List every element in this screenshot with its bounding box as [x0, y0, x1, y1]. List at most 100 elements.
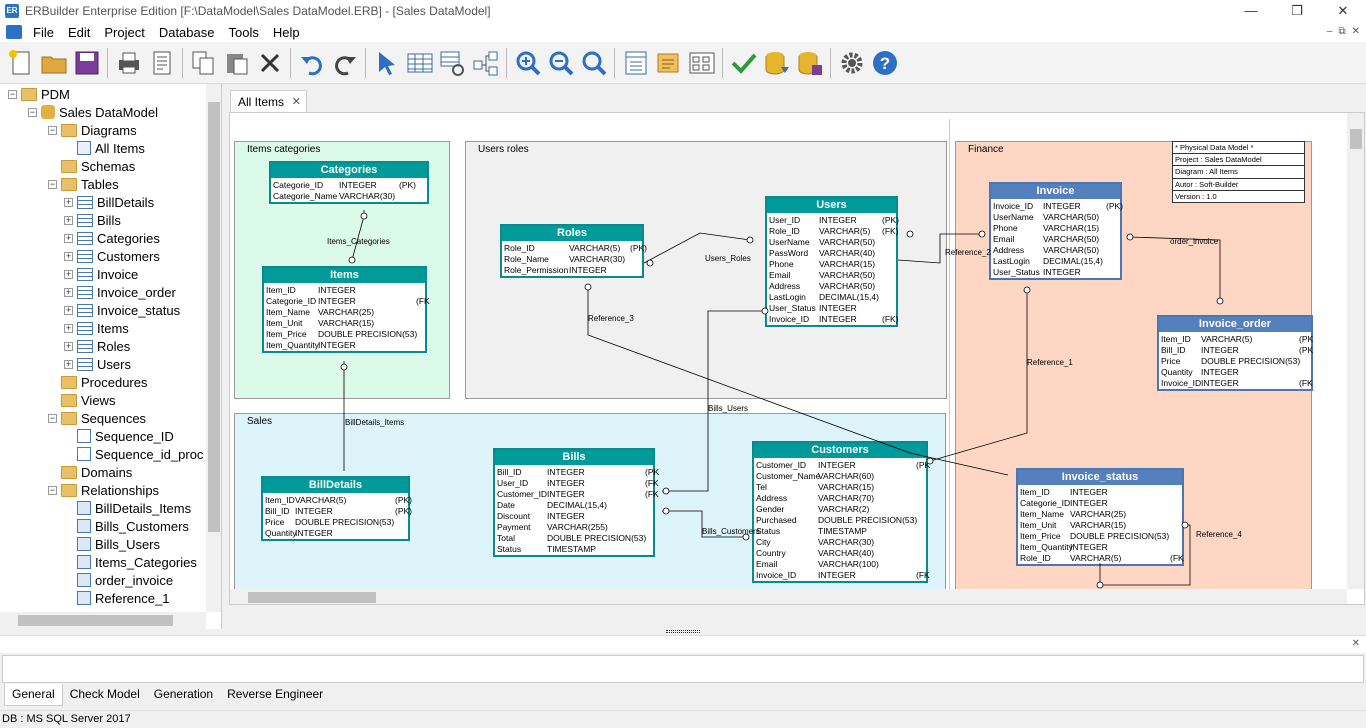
print-preview-button[interactable] [145, 45, 178, 81]
table-button[interactable] [403, 45, 436, 81]
collapse-icon[interactable]: − [48, 484, 57, 495]
model-info-box[interactable]: * Physical Data Model *Project : Sales D… [1172, 141, 1305, 203]
delete-button[interactable] [253, 45, 286, 81]
tree-scroll-thumb[interactable] [208, 102, 220, 532]
relationship-button[interactable] [469, 45, 502, 81]
tree-item[interactable]: Schemas [48, 157, 135, 175]
collapse-icon[interactable]: − [28, 106, 37, 117]
expand-icon[interactable]: + [64, 340, 73, 351]
tree-horizontal-scrollbar[interactable] [0, 612, 206, 629]
tree-item[interactable]: +Customers [64, 247, 160, 265]
canvas-horizontal-scrollbar[interactable] [230, 589, 1347, 604]
zoom-fit-button[interactable] [577, 45, 610, 81]
collapse-icon[interactable]: − [48, 178, 57, 189]
reverse-engineer-button[interactable] [793, 45, 826, 81]
tree-item[interactable]: −PDM [8, 85, 70, 103]
tree-hscroll-thumb[interactable] [18, 615, 173, 626]
tree-item[interactable]: +Bills [64, 211, 121, 229]
relationship-line[interactable] [587, 287, 1009, 476]
mdi-minimize-button[interactable]: – [1326, 26, 1333, 37]
tab-all-items[interactable]: All Items ✕ [230, 90, 308, 112]
tree-item[interactable]: Views [48, 391, 115, 409]
tree-item[interactable]: Sequence_id_proc [64, 445, 203, 463]
tree-item[interactable]: BillDetails_Items [64, 499, 191, 517]
tree-item[interactable]: +Invoice_status [64, 301, 180, 319]
menu-file[interactable]: File [33, 24, 54, 40]
canvas-scroll-thumb[interactable] [1350, 129, 1362, 149]
check-model-button[interactable] [727, 45, 760, 81]
tree-item[interactable]: +Invoice [64, 265, 138, 283]
mdi-restore-button[interactable]: ⧉ [1338, 26, 1346, 37]
tree-item[interactable]: All Items [64, 139, 145, 157]
minimize-button[interactable]: — [1244, 3, 1258, 18]
tab-generation[interactable]: Generation [153, 687, 214, 701]
note-button[interactable] [619, 45, 652, 81]
menu-tools[interactable]: Tools [228, 24, 259, 40]
relationship-line[interactable] [1099, 524, 1191, 586]
expand-icon[interactable]: + [64, 196, 73, 207]
expand-icon[interactable]: + [64, 250, 73, 261]
relationship-line[interactable] [662, 310, 765, 492]
expand-icon[interactable]: + [64, 214, 73, 225]
print-button[interactable] [112, 45, 145, 81]
tree-item[interactable]: −Relationships [48, 481, 159, 499]
help-button[interactable]: ? [868, 45, 901, 81]
tree-vertical-scrollbar[interactable] [206, 84, 221, 612]
layout-button[interactable] [685, 45, 718, 81]
zoom-out-button[interactable] [544, 45, 577, 81]
output-close-icon[interactable]: ✕ [1351, 638, 1360, 649]
new-button[interactable] [4, 45, 37, 81]
expand-icon[interactable]: + [64, 268, 73, 279]
canvas-vertical-scrollbar[interactable] [1347, 113, 1364, 589]
tree-item[interactable]: +Users [64, 355, 131, 373]
tree-item[interactable]: Domains [48, 463, 132, 481]
panel-splitter[interactable] [0, 629, 1366, 635]
tree-item[interactable]: −Sequences [48, 409, 146, 427]
tab-reverse-engineer[interactable]: Reverse Engineer [227, 687, 324, 701]
expand-icon[interactable]: + [64, 286, 73, 297]
output-panel[interactable] [2, 655, 1364, 683]
expand-icon[interactable]: + [64, 232, 73, 243]
area-button[interactable] [652, 45, 685, 81]
collapse-icon[interactable]: − [48, 124, 57, 135]
tab-general[interactable]: General [4, 684, 63, 706]
collapse-icon[interactable]: − [48, 412, 57, 423]
tree-item[interactable]: Reference_1 [64, 589, 169, 607]
restore-button[interactable]: ❐ [1291, 3, 1303, 18]
tree-item[interactable]: +Categories [64, 229, 160, 247]
tree-item[interactable]: Bills_Customers [64, 517, 189, 535]
relationship-line[interactable] [897, 233, 982, 264]
tree-item[interactable]: −Diagrams [48, 121, 137, 139]
expand-icon[interactable]: + [64, 322, 73, 333]
undo-button[interactable] [295, 45, 328, 81]
pointer-button[interactable] [370, 45, 403, 81]
relationship-line[interactable] [643, 232, 751, 264]
menu-edit[interactable]: Edit [67, 24, 91, 40]
tree-item[interactable]: +Items [64, 319, 129, 337]
tree-item[interactable]: Sequence_ID [64, 427, 174, 445]
mdi-close-button[interactable]: ✕ [1351, 26, 1360, 37]
tree-item[interactable]: +BillDetails [64, 193, 154, 211]
expand-icon[interactable]: + [64, 304, 73, 315]
expand-icon[interactable]: + [64, 358, 73, 369]
menu-project[interactable]: Project [104, 24, 145, 40]
tree-item[interactable]: order_invoice [64, 571, 173, 589]
settings-button[interactable] [835, 45, 868, 81]
tree-item[interactable]: Procedures [48, 373, 147, 391]
tree-item[interactable]: Items_Categories [64, 553, 197, 571]
view-button[interactable] [436, 45, 469, 81]
relationship-line[interactable] [929, 290, 1028, 462]
tree-item[interactable]: +Roles [64, 337, 130, 355]
tree-item[interactable]: Bills_Users [64, 535, 160, 553]
save-button[interactable] [70, 45, 103, 81]
tree-item[interactable]: +Invoice_order [64, 283, 176, 301]
